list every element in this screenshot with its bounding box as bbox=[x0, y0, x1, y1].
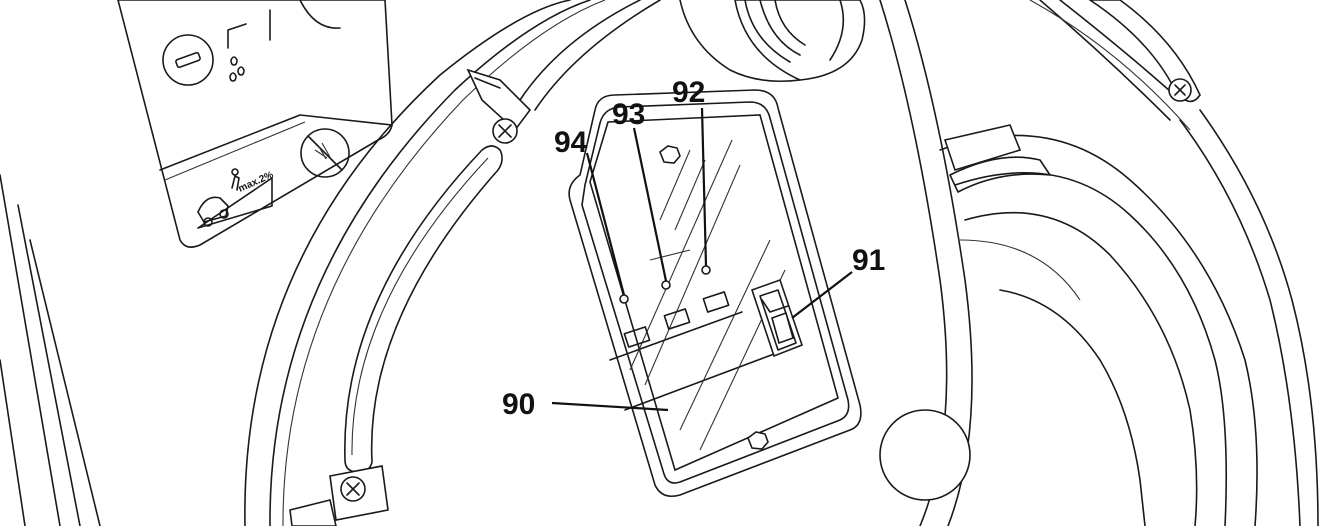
leader-lines bbox=[551, 107, 853, 412]
left-body-edge bbox=[0, 174, 101, 526]
round-cover-cap bbox=[879, 409, 971, 501]
panel-bolt-bottom-icon bbox=[747, 431, 769, 450]
water-drops-icon bbox=[227, 23, 247, 82]
handle-screw-icon bbox=[1168, 78, 1192, 102]
minus-button-icon bbox=[162, 34, 214, 86]
indicator-light-93 bbox=[661, 280, 671, 290]
indicator-light-94 bbox=[619, 294, 629, 304]
indicator-window-3 bbox=[702, 291, 730, 313]
callout-94: 94 bbox=[554, 126, 588, 159]
panel-bolt-top-icon bbox=[659, 145, 681, 164]
main-power-switch[interactable] bbox=[750, 278, 804, 358]
hose-connector bbox=[679, 0, 866, 83]
rim-screw-top-icon bbox=[492, 118, 518, 144]
rim-screw-bottom-icon bbox=[340, 476, 366, 502]
indicator-light-92 bbox=[701, 265, 711, 275]
no-spray-prohibition-icon bbox=[300, 128, 350, 178]
callout-93: 93 bbox=[612, 98, 645, 131]
indicator-lights bbox=[619, 265, 730, 348]
indicator-window-2 bbox=[663, 308, 691, 330]
indicator-window-1 bbox=[623, 326, 651, 348]
callout-92: 92 bbox=[672, 76, 705, 109]
instruction-plate: max.2% bbox=[117, 0, 393, 248]
display-window bbox=[589, 114, 839, 472]
callout-91: 91 bbox=[852, 244, 885, 277]
callout-90: 90 bbox=[502, 388, 535, 421]
